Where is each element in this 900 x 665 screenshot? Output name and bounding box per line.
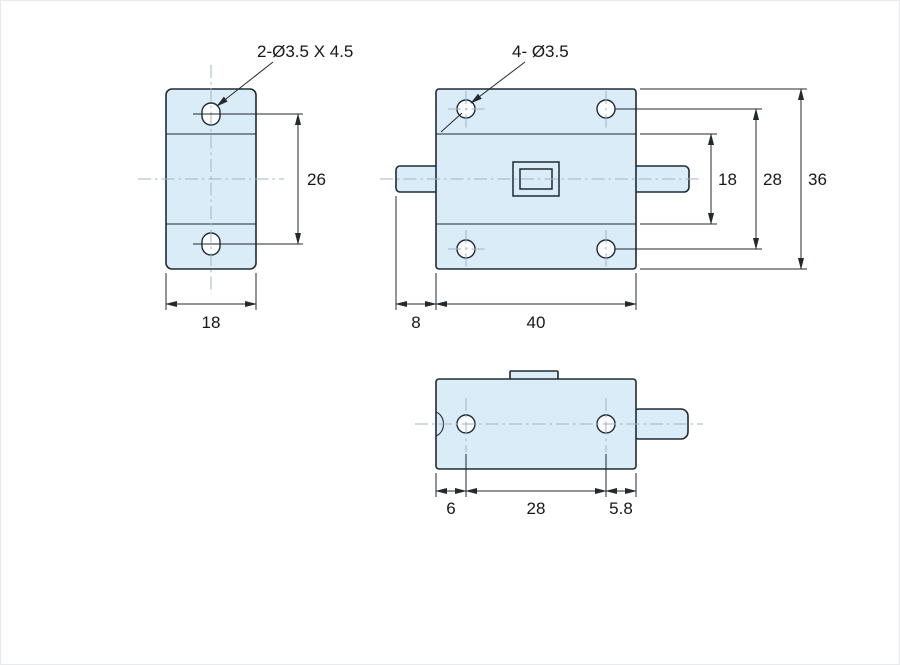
dim-label-overall-height: 36 <box>808 170 827 189</box>
dim-label-hole-spacing-horizontal: 28 <box>527 499 546 518</box>
dim-label-side-depth: 18 <box>202 313 221 332</box>
leader-line-front-callout <box>470 61 526 104</box>
dim-label-pin-length: 8 <box>411 313 420 332</box>
dim-label-mid-section-height: 18 <box>718 170 737 189</box>
dim-label-hole-to-edge-right: 5.8 <box>609 499 633 518</box>
front-hole-callout: 4- Ø3.5 <box>512 42 569 61</box>
side-view: 26 18 2-Ø3.5 X 4.5 <box>138 42 353 332</box>
dim-label-slot-spacing: 26 <box>307 170 326 189</box>
leader-line-side-callout <box>216 61 274 107</box>
side-hole-callout: 2-Ø3.5 X 4.5 <box>257 42 353 61</box>
dim-label-edge-to-hole-left: 6 <box>446 499 455 518</box>
bottom-view: 6 28 5.8 <box>415 370 703 518</box>
dim-label-hole-spacing-vertical: 28 <box>763 170 782 189</box>
leader-tail-front-callout <box>440 112 463 133</box>
front-view: 18 28 36 8 40 4- Ø3.5 <box>380 42 827 332</box>
dim-label-body-width: 40 <box>527 313 546 332</box>
